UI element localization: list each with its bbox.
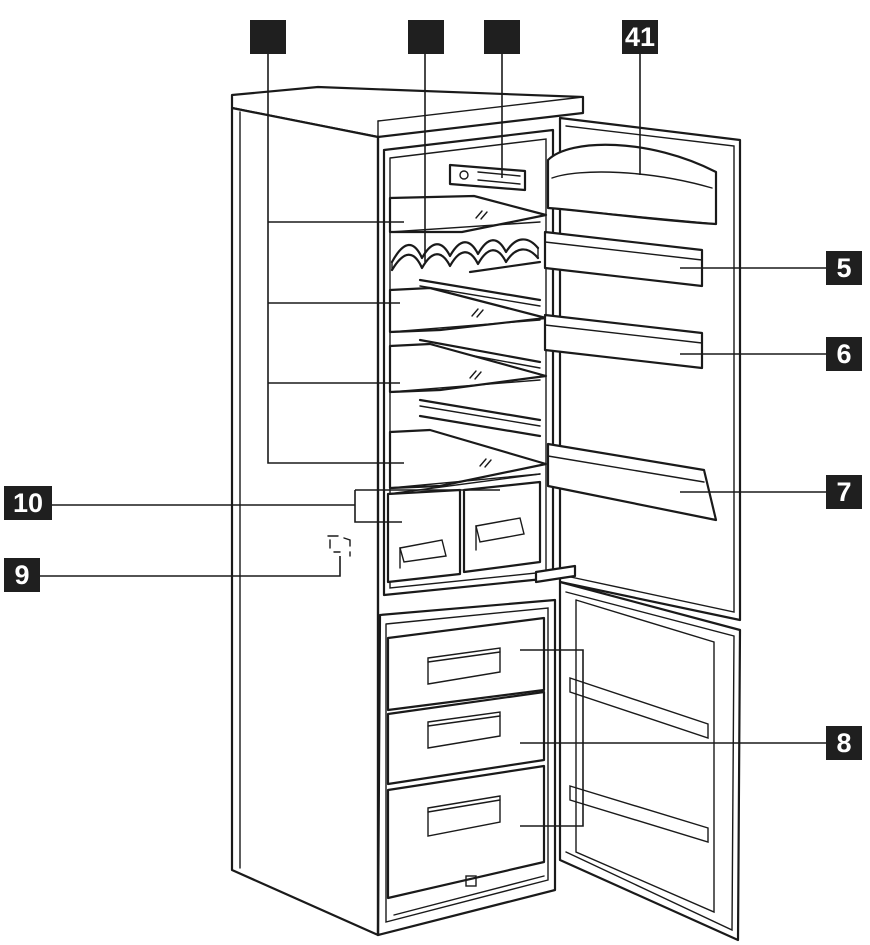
callout-41: 41	[622, 20, 658, 54]
vegetable-drawer-right	[462, 480, 542, 574]
glass-shelf	[388, 286, 548, 334]
callout-top-left-2	[408, 20, 444, 54]
hinge-strip	[534, 564, 577, 584]
callout-8: 8	[826, 726, 862, 760]
svg-text:5: 5	[836, 253, 851, 283]
wine-rack	[390, 238, 540, 272]
fridge-door	[543, 116, 742, 622]
callout-5: 5	[826, 251, 862, 285]
callout-10: 10	[4, 486, 52, 520]
callout-6: 6	[826, 337, 862, 371]
door-bin	[543, 313, 704, 370]
callout-7: 7	[826, 475, 862, 509]
door-bin	[546, 442, 718, 522]
svg-text:41: 41	[625, 22, 655, 52]
leader-lines	[40, 52, 826, 827]
callout-top-left-1	[250, 20, 286, 54]
glass-shelf	[388, 428, 548, 490]
freezer-drawer	[386, 616, 546, 712]
glass-shelf	[388, 342, 548, 394]
control-panel	[448, 163, 527, 192]
svg-text:7: 7	[836, 477, 851, 507]
svg-text:9: 9	[14, 560, 29, 590]
svg-text:8: 8	[836, 728, 851, 758]
freezer-compartment	[376, 598, 557, 937]
vegetable-drawer-left	[386, 488, 462, 584]
door-bin	[543, 230, 704, 288]
freezer-drawer	[386, 690, 546, 786]
freezer-door	[558, 580, 742, 942]
svg-text:6: 6	[836, 339, 851, 369]
glass-shelf	[388, 194, 548, 234]
temperature-sensor-icon	[327, 535, 351, 557]
callout-9: 9	[4, 558, 40, 592]
callout-top-left-3	[484, 20, 520, 54]
door-bin	[546, 143, 718, 226]
svg-text:10: 10	[13, 488, 43, 518]
fridge-compartment	[382, 128, 555, 597]
